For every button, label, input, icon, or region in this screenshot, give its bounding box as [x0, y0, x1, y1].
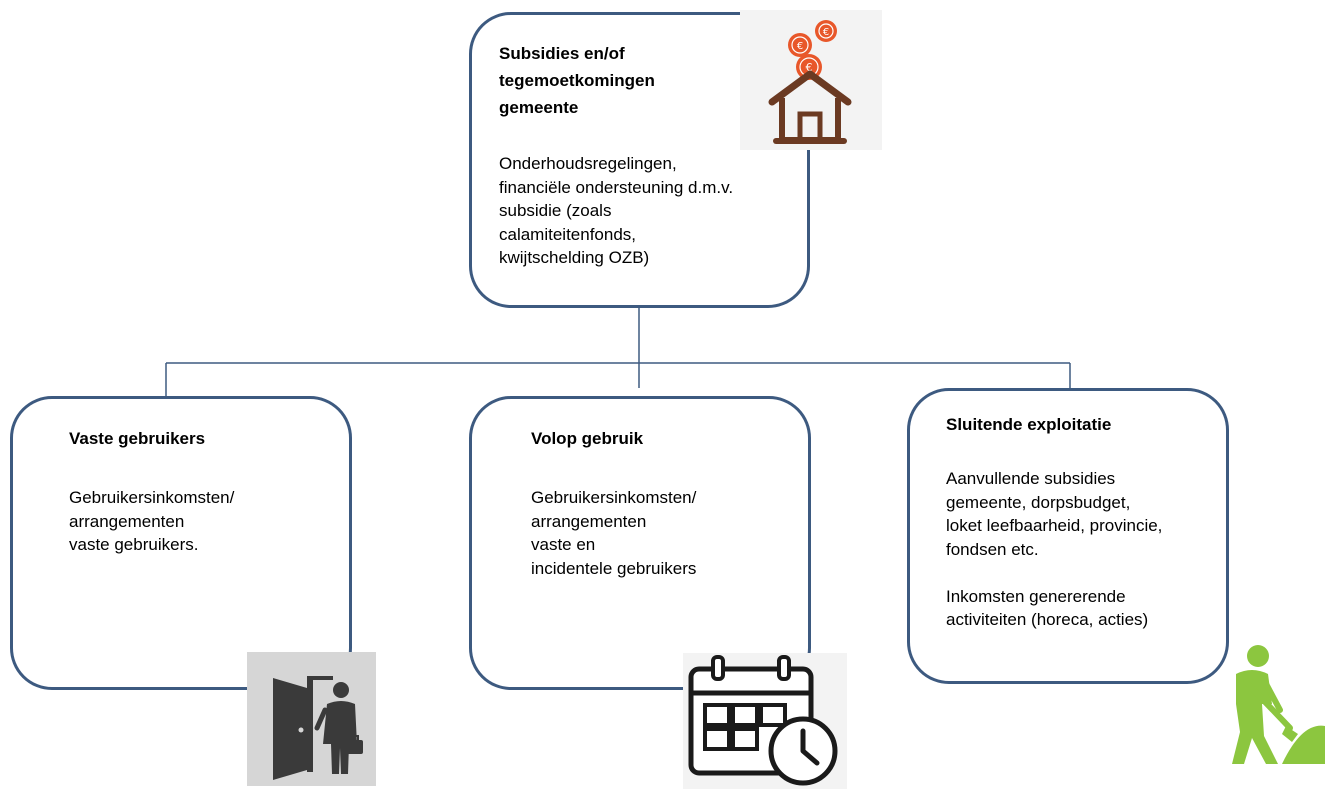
top-box-body: Onderhoudsregelingen, financiële onderst… [499, 154, 734, 267]
top-box-title: Subsidies en/of tegemoetkomingen gemeent… [499, 44, 655, 117]
branch-body-volop-gebruik: Gebruikersinkomsten/ arrangementen vaste… [531, 488, 697, 578]
svg-text:€: € [806, 61, 813, 74]
branch-box-volop-gebruik [469, 396, 811, 690]
svg-text:€: € [797, 41, 803, 52]
branch-body-sluitende-exploitatie: Aanvullende subsidies gemeente, dorpsbud… [946, 469, 1163, 629]
svg-text:€: € [823, 27, 829, 38]
worker-shoveling-icon [1206, 640, 1325, 769]
calendar-clock-icon [683, 653, 847, 789]
person-at-door-icon [247, 652, 376, 786]
branch-title-sluitende-exploitatie: Sluitende exploitatie [946, 415, 1112, 434]
branch-box-sluitende-exploitatie [907, 388, 1229, 684]
branch-title-vaste-gebruikers: Vaste gebruikers [69, 429, 206, 448]
branch-box-vaste-gebruikers [10, 396, 352, 690]
branch-title-volop-gebruik: Volop gebruik [531, 429, 644, 448]
branch-body-vaste-gebruikers: Gebruikersinkomsten/ arrangementen vaste… [69, 488, 235, 554]
house-with-euro-coins-icon: € € € [740, 10, 882, 150]
